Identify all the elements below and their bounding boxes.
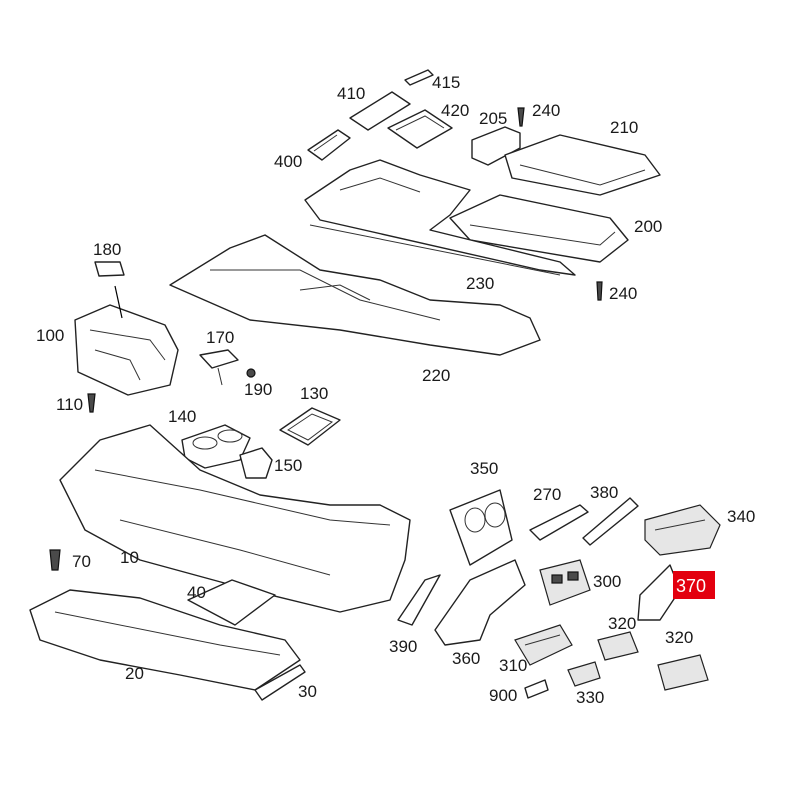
callout-300: 300 xyxy=(593,572,621,591)
cover-370 xyxy=(637,564,681,621)
callout-370-highlight: 370 xyxy=(673,571,715,599)
callout-320-lower: 320 xyxy=(665,628,693,647)
bezel-350 xyxy=(449,489,513,566)
clip-180 xyxy=(94,261,125,277)
callout-100: 100 xyxy=(36,326,64,345)
callout-205: 205 xyxy=(479,109,507,128)
switch-block-300 xyxy=(539,559,591,606)
callout-40: 40 xyxy=(187,583,206,602)
callout-900: 900 xyxy=(489,686,517,705)
bolt-190 xyxy=(246,368,256,378)
callouts: 10 20 30 40 70 100 110 130 140 150 170 1… xyxy=(36,73,755,707)
callout-130: 130 xyxy=(300,384,328,403)
tray-420 xyxy=(387,109,453,149)
callout-330: 330 xyxy=(576,688,604,707)
callout-320-upper: 320 xyxy=(608,614,636,633)
leader-lines xyxy=(114,285,123,319)
module-310 xyxy=(514,624,573,666)
callout-230: 230 xyxy=(466,274,494,293)
callout-240-top: 240 xyxy=(532,101,560,120)
callout-20: 20 xyxy=(125,664,144,683)
callout-340: 340 xyxy=(727,507,755,526)
connector-30 xyxy=(254,664,306,701)
callout-180: 180 xyxy=(93,240,121,259)
side-cover-360 xyxy=(434,559,526,646)
cup-holder-140 xyxy=(181,424,251,469)
callout-220: 220 xyxy=(422,366,450,385)
callout-240-right: 240 xyxy=(609,284,637,303)
callout-70: 70 xyxy=(72,552,91,571)
screw-240-right xyxy=(596,281,603,301)
callout-190: 190 xyxy=(244,380,272,399)
mat-40 xyxy=(187,579,276,626)
callout-210: 210 xyxy=(610,118,638,137)
pad-410 xyxy=(349,91,411,131)
callout-170: 170 xyxy=(206,328,234,347)
callout-140: 140 xyxy=(168,407,196,426)
control-unit-340 xyxy=(644,504,721,556)
trim-frame-130 xyxy=(279,407,341,446)
console-trim-220 xyxy=(169,234,541,356)
callout-150: 150 xyxy=(274,456,302,475)
connector-330 xyxy=(567,661,601,687)
callout-30: 30 xyxy=(298,682,317,701)
screw-110 xyxy=(87,393,96,413)
strip-415 xyxy=(404,69,434,86)
clip-900 xyxy=(524,679,549,699)
callout-370: 370 xyxy=(676,576,706,596)
callout-410: 410 xyxy=(337,84,365,103)
callout-310: 310 xyxy=(499,656,527,675)
insert-150 xyxy=(239,447,273,479)
trim-pad-400 xyxy=(307,129,351,161)
trim-strip-380 xyxy=(582,497,639,546)
bracket-100 xyxy=(74,304,179,396)
trim-piece-390 xyxy=(397,574,441,626)
callout-350: 350 xyxy=(470,459,498,478)
switch-170 xyxy=(199,349,239,386)
callout-415: 415 xyxy=(432,73,460,92)
switch-320-upper xyxy=(597,631,639,661)
screw-240-top xyxy=(517,107,525,127)
callout-10: 10 xyxy=(120,548,139,567)
callout-360: 360 xyxy=(452,649,480,668)
callout-200: 200 xyxy=(634,217,662,236)
callout-110: 110 xyxy=(56,395,83,414)
callout-390: 390 xyxy=(389,637,417,656)
callout-270: 270 xyxy=(533,485,561,504)
callout-380: 380 xyxy=(590,483,618,502)
upper-trim-230 xyxy=(304,159,576,276)
floor-duct-20 xyxy=(29,589,301,691)
clip-70 xyxy=(49,549,61,571)
callout-420: 420 xyxy=(441,101,469,120)
console-body-10 xyxy=(59,424,411,613)
trim-strip-270 xyxy=(529,504,589,541)
armrest-lid-210 xyxy=(504,134,661,196)
bracket-205 xyxy=(471,126,521,166)
switch-320-lower xyxy=(657,654,709,691)
callout-400: 400 xyxy=(274,152,302,171)
